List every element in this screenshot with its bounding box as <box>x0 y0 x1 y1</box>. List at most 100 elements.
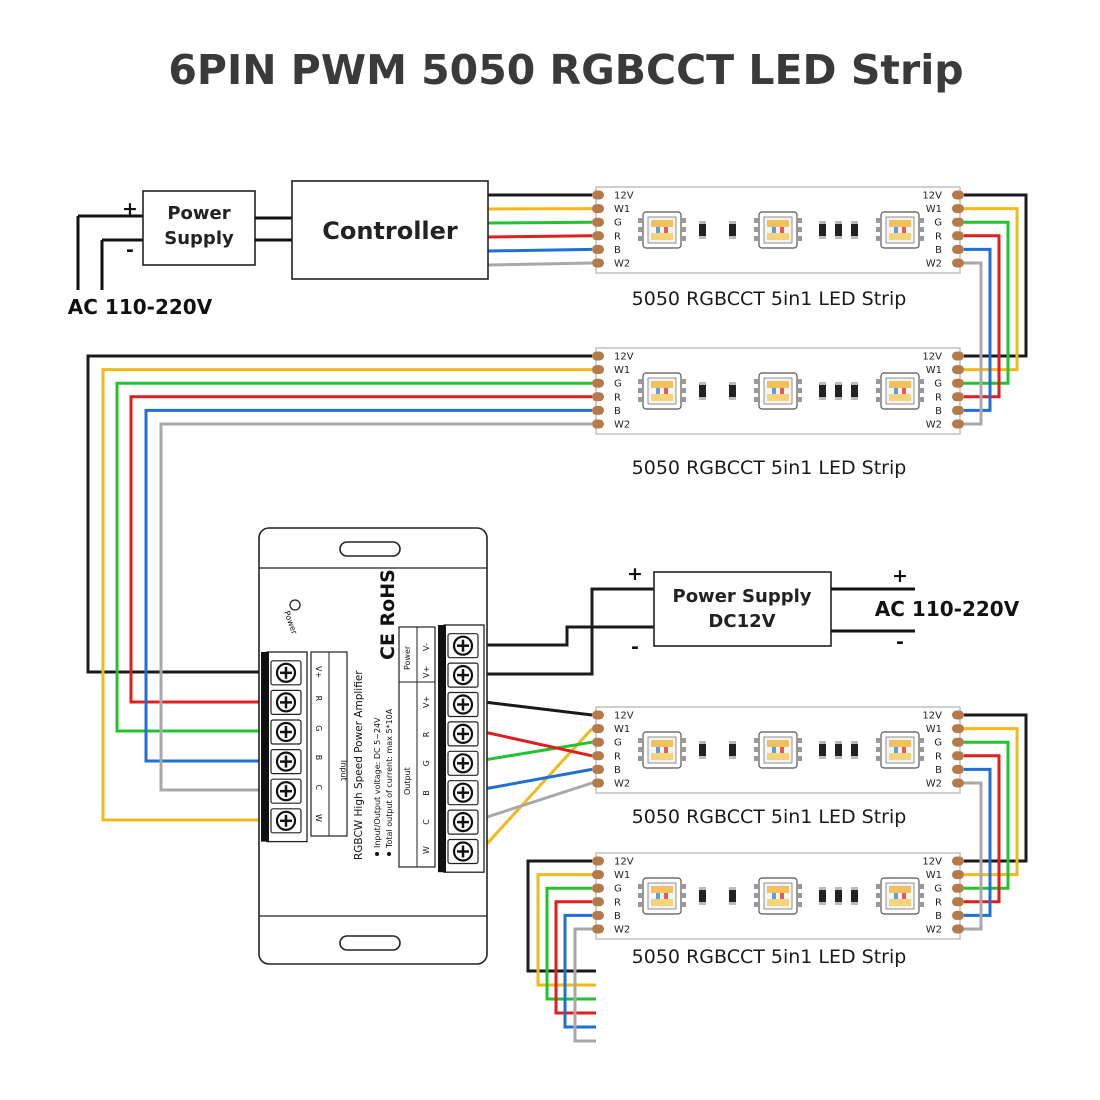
wire-strip1-strip2-b <box>964 247 992 412</box>
strip-pin-label-left: R <box>614 751 621 762</box>
output-section-label: Output <box>403 767 412 795</box>
wire-strip4-out-w2 <box>573 927 596 1043</box>
strip-pad <box>592 778 604 788</box>
power-pin-label: V- <box>422 643 431 651</box>
strip-pin-label-right: W1 <box>926 724 942 735</box>
wire-ctrl-strip1-g <box>487 220 593 225</box>
wire-amp-strip3-w1 <box>482 727 594 849</box>
strip-pin-label-left: R <box>614 392 621 403</box>
strip-label: 5050 RGBCCT 5in1 LED Strip <box>632 288 907 310</box>
strip-pin-label-left: G <box>614 379 622 390</box>
strip-pin-label-right: B <box>935 911 942 922</box>
controller-box: Controller <box>291 180 489 280</box>
strip-pin-label-left: B <box>614 911 621 922</box>
mounting-slot-bottom <box>339 935 401 951</box>
input-pin-label: G <box>314 725 323 731</box>
strip-pin-label-left: W1 <box>614 724 630 735</box>
input-pin-label: B <box>314 755 323 761</box>
strip-pin-label-left: W2 <box>614 259 630 270</box>
strip-pin-label-left: W2 <box>614 420 630 431</box>
strip-label: 5050 RGBCCT 5in1 LED Strip <box>632 946 907 968</box>
strip-pin-label-left: G <box>614 738 622 749</box>
strip-pin-label-right: 12V <box>922 191 942 202</box>
wire-amp-strip3-w2 <box>483 781 593 820</box>
wire-strip4-out-w1 <box>536 873 596 987</box>
power-supply-line1: Power <box>167 203 230 224</box>
strip-pad <box>592 231 604 241</box>
strip-pin-label-right: B <box>935 406 942 417</box>
wire-amp-strip3-r <box>483 730 593 758</box>
strip-pin-label-left: R <box>614 231 621 242</box>
strip-pad <box>592 751 604 761</box>
strip-pad <box>952 856 964 866</box>
strip-pad <box>952 737 964 747</box>
strip-pad <box>592 724 604 734</box>
controller-label: Controller <box>322 217 458 245</box>
ac-right-plus: + <box>892 565 908 587</box>
strip-pin-label-right: B <box>935 765 942 776</box>
ac-right-minus: - <box>896 631 904 653</box>
strip-pad <box>952 764 964 774</box>
strip-pad <box>952 365 964 375</box>
strip-pad <box>952 378 964 388</box>
output-pin-label: R <box>422 731 431 737</box>
strip-pad <box>952 351 964 361</box>
strip-pin-label-left: W1 <box>614 870 630 881</box>
strip-pad <box>952 244 964 254</box>
strip-pad <box>592 737 604 747</box>
amp-marks: CE RoHS <box>377 569 399 660</box>
ac-plus-sign: + <box>122 198 138 220</box>
strip-pin-label-left: 12V <box>614 191 634 202</box>
strip-pad <box>952 910 964 920</box>
wire-strip1-strip2-g <box>964 220 1010 385</box>
ac-right-label: AC 110-220V <box>875 597 1020 621</box>
strip-pin-label-right: W2 <box>926 779 942 790</box>
power-section-label: Power <box>403 645 412 670</box>
input-pin-label: W <box>314 814 323 822</box>
strip-pin-label-right: G <box>934 738 942 749</box>
input-pin-label: C <box>314 784 323 790</box>
strip-pin-label-right: W1 <box>926 365 942 376</box>
wire-amp-strip3-g <box>483 740 593 762</box>
strip-pin-label-right: 12V <box>922 352 942 363</box>
strip-pin-label-right: R <box>935 231 942 242</box>
mounting-slot-top <box>339 541 401 557</box>
strip-pin-label-left: W1 <box>614 365 630 376</box>
strip-pad <box>592 351 604 361</box>
strip-pad <box>592 883 604 893</box>
strip-pad <box>592 419 604 429</box>
strip-pin-label-right: W2 <box>926 925 942 936</box>
wire-ctrl-strip1-w2 <box>487 261 593 267</box>
strip-pad <box>592 365 604 375</box>
wire-strip3-strip4-g <box>964 740 1010 890</box>
output-pin-label: G <box>422 760 431 766</box>
strip-pad <box>952 897 964 907</box>
wire-ctrl-strip1-r <box>487 234 593 239</box>
ac-input-top: + - AC 110-220V <box>68 198 213 319</box>
output-pin-label: C <box>422 819 431 825</box>
amp-spec2: Total output of current: max 5*10A <box>385 708 394 849</box>
strip-pad <box>592 405 604 415</box>
wire-strip2-amp-b <box>144 408 592 763</box>
dc-psu-line1: Power Supply <box>673 586 812 607</box>
wire-strip4-out-v12 <box>526 859 596 973</box>
strip-pin-label-right: B <box>935 245 942 256</box>
strip-pad <box>592 764 604 774</box>
strip-pad <box>952 751 964 761</box>
strip-pad <box>952 258 964 268</box>
strip-pin-label-right: 12V <box>922 711 942 722</box>
strip-pad <box>952 190 964 200</box>
strip-pad <box>592 910 604 920</box>
strip-pin-label-right: 12V <box>922 857 942 868</box>
strip-pad <box>592 897 604 907</box>
wire-strip3-strip4-w2 <box>964 781 983 931</box>
power-amplifier: Power CE RoHS RGBCW High Speed Power Amp… <box>258 527 488 965</box>
strip-label: 5050 RGBCCT 5in1 LED Strip <box>632 457 907 479</box>
strip-pad <box>952 710 964 720</box>
strip-pin-label-right: W1 <box>926 204 942 215</box>
output-terminal-block <box>438 624 485 873</box>
strip-pad <box>592 856 604 866</box>
strip-pin-label-right: R <box>935 392 942 403</box>
